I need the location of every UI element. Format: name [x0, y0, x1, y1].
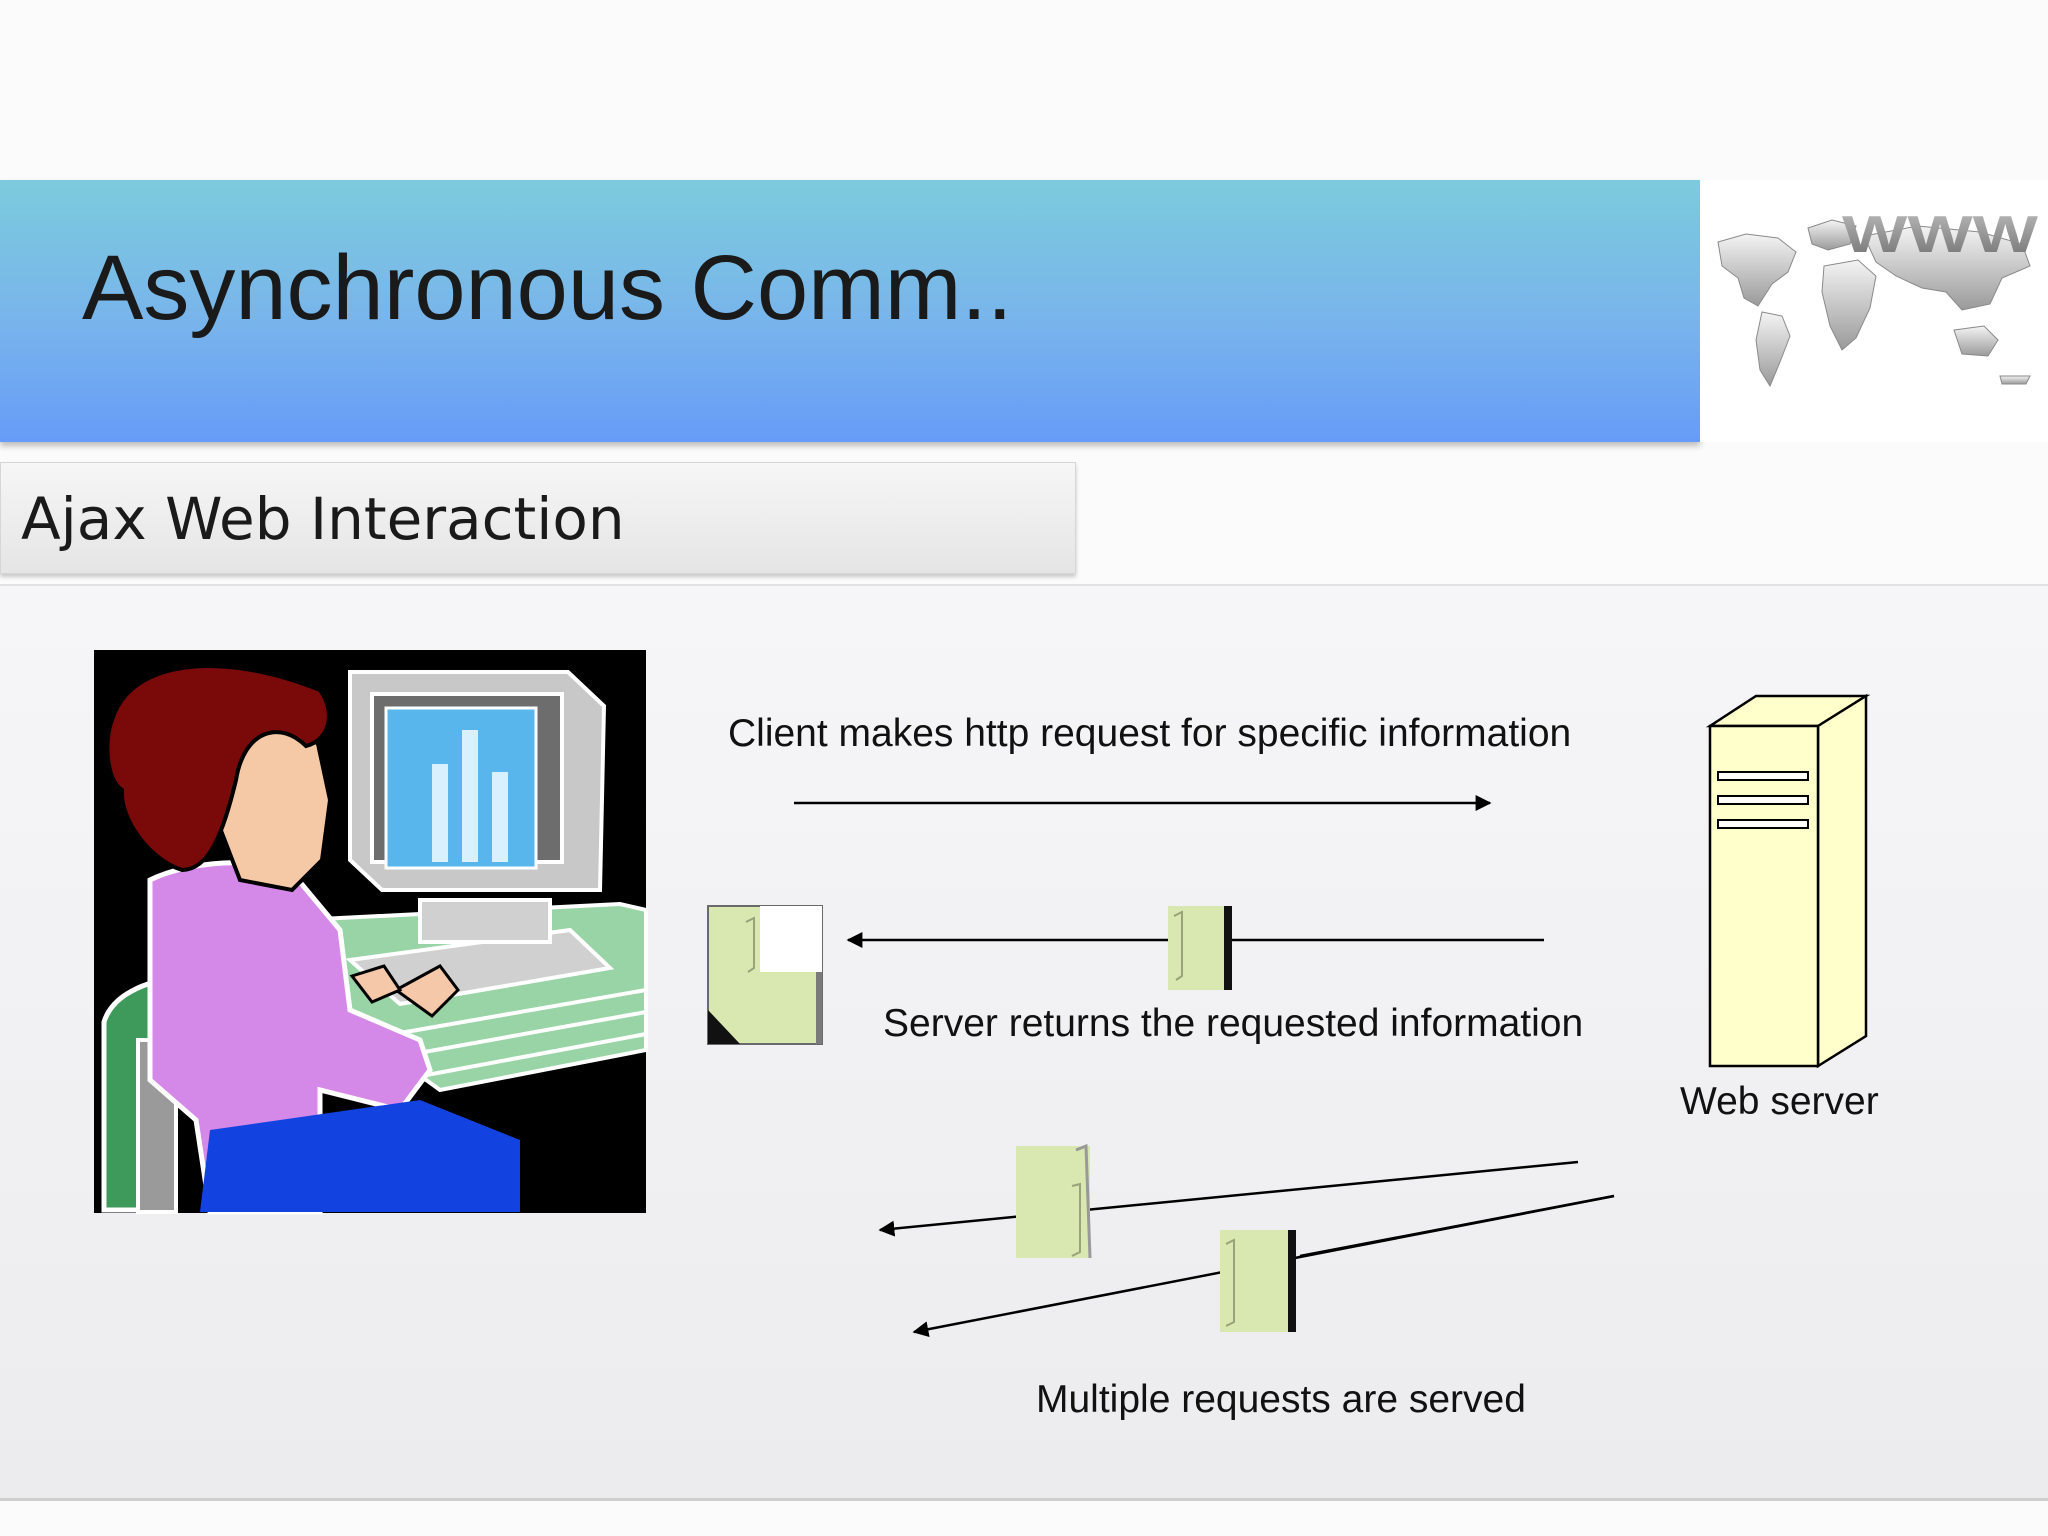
client-request-label: Client makes http request for specific i…: [728, 712, 1572, 755]
multiple-request-arrow-2-overlay: [1299, 1194, 1615, 1258]
slide-title: Asynchronous Comm..: [82, 237, 1013, 339]
web-server-icon: [1705, 693, 1871, 1069]
world-map-icon: WWW: [1700, 180, 2048, 442]
slide-subtitle: Ajax Web Interaction: [21, 485, 625, 553]
title-band: Asynchronous Comm..: [0, 180, 1700, 442]
information-document-icon-2: [1016, 1143, 1092, 1259]
multiple-request-arrow-1: [878, 1160, 1579, 1237]
received-document-icon: [707, 905, 823, 1045]
information-document-icon: [1168, 906, 1232, 990]
information-document-icon-3: [1220, 1230, 1296, 1332]
multiple-requests-label: Multiple requests are served: [1036, 1378, 1526, 1421]
web-server-label: Web server: [1680, 1080, 1879, 1123]
www-logo-text: WWW: [1842, 206, 2039, 264]
server-return-label: Server returns the requested information: [883, 1002, 1584, 1045]
subtitle-box: Ajax Web Interaction: [0, 462, 1076, 574]
world-map-continents: [1717, 219, 2031, 388]
user-at-computer-icon: [94, 650, 648, 1215]
